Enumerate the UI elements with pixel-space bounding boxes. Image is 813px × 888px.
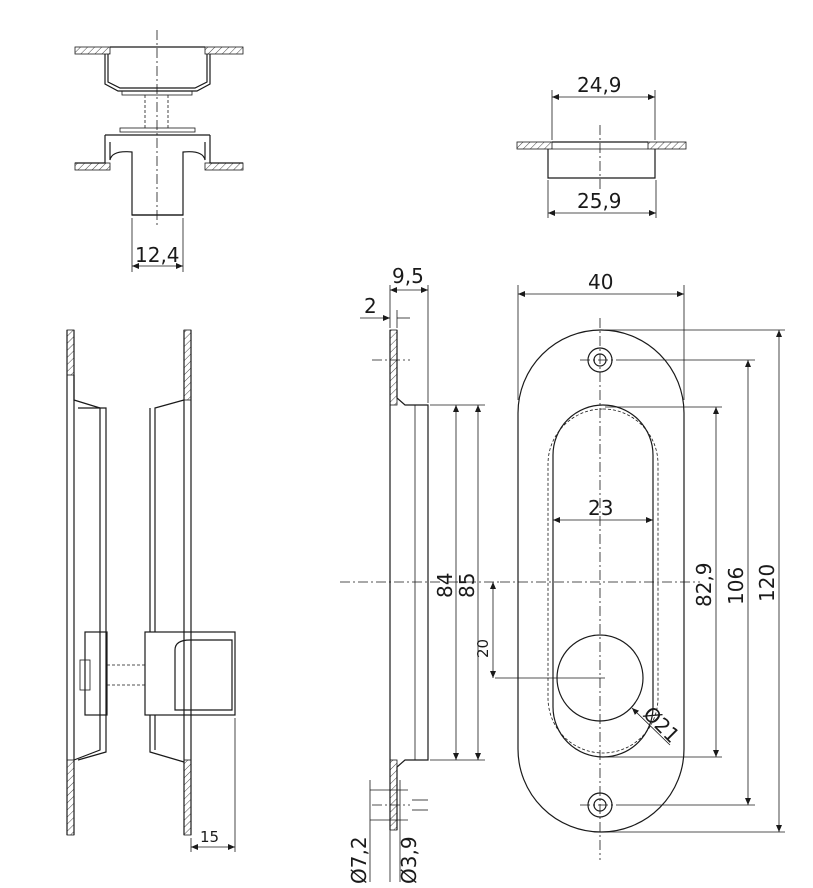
dim-slot-width: 23 [588, 496, 613, 520]
dim-hole-outer: Ø7,2 [347, 836, 371, 884]
dim-left-depth: 15 [200, 828, 219, 846]
top-right-section-view: 24,9 25,9 [516, 73, 687, 218]
dim-side-offset: 20 [474, 639, 492, 658]
dim-circle-dia: Ø21 [638, 702, 684, 748]
dim-total-height: 120 [755, 564, 779, 602]
left-side-section-view: 15 [66, 329, 236, 852]
front-view: 40 23 82,9 106 120 Ø21 [495, 270, 785, 860]
dim-top-right-inner: 24,9 [577, 73, 622, 97]
dim-front-width: 40 [588, 270, 613, 294]
dim-top-right-outer: 25,9 [577, 189, 622, 213]
top-left-section-view: 12,4 [74, 30, 244, 272]
dim-side-depth: 9,5 [392, 264, 424, 288]
middle-side-profile-view: 9,5 2 84 85 20 Ø7,2 Ø3,9 [340, 264, 500, 884]
dim-side-height-outer: 85 [455, 573, 479, 598]
dim-slot-height: 82,9 [692, 562, 716, 607]
dim-side-height-inner: 84 [433, 573, 457, 598]
dim-hole-inner: Ø3,9 [397, 836, 421, 884]
dim-top-left-width: 12,4 [135, 243, 180, 267]
dim-hole-spacing: 106 [724, 567, 748, 605]
dim-side-flange: 2 [364, 294, 377, 318]
